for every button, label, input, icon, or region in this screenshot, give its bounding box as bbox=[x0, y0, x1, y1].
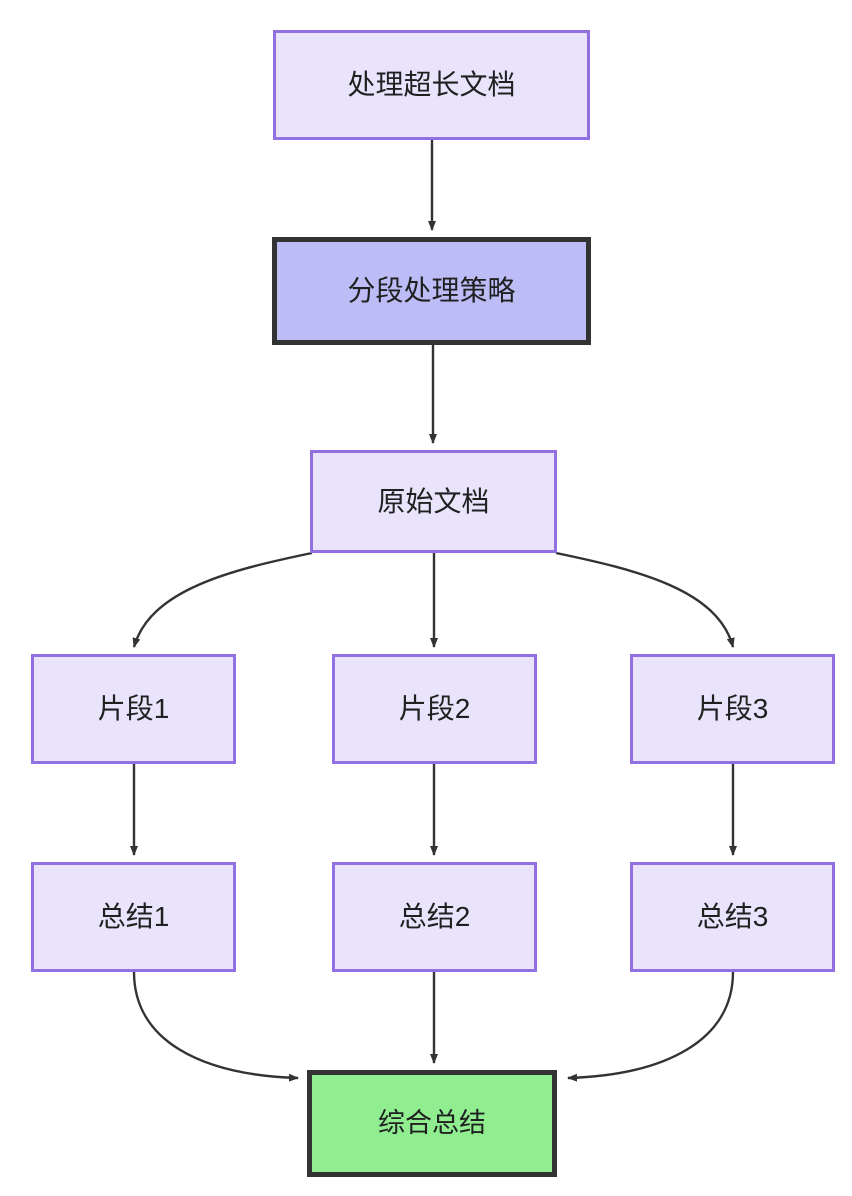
node-fragment-2[interactable]: 片段2 bbox=[332, 654, 537, 764]
node-fragment-1-label: 片段1 bbox=[97, 693, 170, 725]
node-summary-2-label: 总结2 bbox=[398, 901, 471, 933]
node-long-doc-label: 处理超长文档 bbox=[347, 69, 516, 101]
node-summary-2[interactable]: 总结2 bbox=[332, 862, 537, 972]
node-fragment-3-label: 片段3 bbox=[696, 693, 769, 725]
node-final-summary[interactable]: 综合总结 bbox=[307, 1070, 557, 1177]
node-summary-1[interactable]: 总结1 bbox=[31, 862, 236, 972]
node-fragment-2-label: 片段2 bbox=[398, 693, 471, 725]
node-chunk-strategy-label: 分段处理策略 bbox=[347, 275, 516, 307]
edge-source-doc-to-fragment-3 bbox=[555, 551, 735, 648]
node-fragment-1[interactable]: 片段1 bbox=[31, 654, 236, 764]
edge-source-doc-to-fragment-1 bbox=[132, 551, 313, 648]
node-fragment-3[interactable]: 片段3 bbox=[630, 654, 835, 764]
edge-summary-3-to-final-summary bbox=[567, 971, 735, 1082]
node-chunk-strategy[interactable]: 分段处理策略 bbox=[272, 237, 591, 345]
node-long-doc[interactable]: 处理超长文档 bbox=[273, 30, 590, 140]
node-summary-3[interactable]: 总结3 bbox=[630, 862, 835, 972]
node-summary-1-label: 总结1 bbox=[97, 901, 170, 933]
edge-summary-1-to-final-summary bbox=[132, 971, 299, 1082]
node-source-doc-label: 原始文档 bbox=[377, 485, 490, 517]
node-summary-3-label: 总结3 bbox=[696, 901, 769, 933]
node-final-summary-label: 综合总结 bbox=[378, 1108, 486, 1139]
node-source-doc[interactable]: 原始文档 bbox=[310, 450, 557, 553]
